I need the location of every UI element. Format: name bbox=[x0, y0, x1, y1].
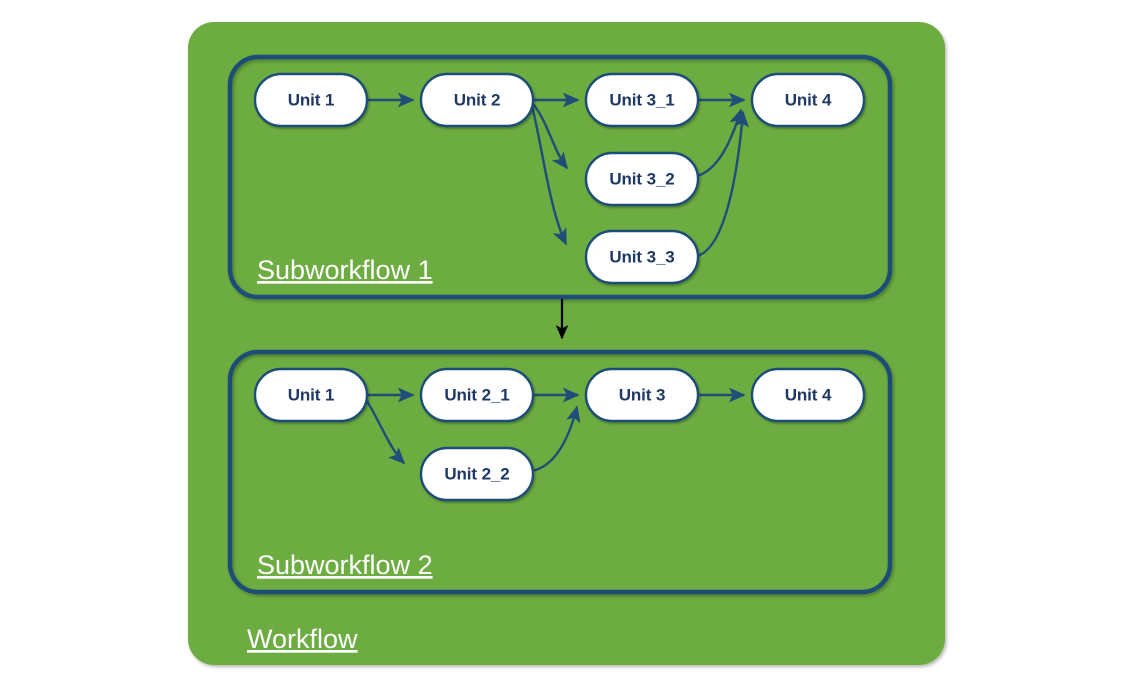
node-sw1-unit-2[interactable]: Unit 2 bbox=[419, 72, 535, 128]
workflow-box[interactable] bbox=[188, 22, 945, 665]
node-sw1-unit-3-1[interactable]: Unit 3_1 bbox=[584, 72, 700, 128]
node-sw2-unit-1[interactable]: Unit 1 bbox=[253, 367, 369, 423]
node-label: Unit 2_1 bbox=[444, 385, 509, 404]
node-sw2-unit-2-2[interactable]: Unit 2_2 bbox=[419, 446, 535, 502]
node-sw1-unit-1[interactable]: Unit 1 bbox=[253, 72, 369, 128]
subworkflow-2-nodes[interactable]: Unit 1 Unit 2_1 Unit 2_2 Unit 3 Unit 4 bbox=[253, 367, 866, 502]
node-shape[interactable] bbox=[419, 72, 535, 128]
subworkflow-1-box[interactable] bbox=[227, 54, 893, 300]
node-label: Unit 2_2 bbox=[444, 464, 509, 483]
subworkflow-2-container[interactable]: Subworkflow 2 bbox=[227, 349, 893, 595]
node-sw2-unit-2-1[interactable]: Unit 2_1 bbox=[419, 367, 535, 423]
node-label: Unit 1 bbox=[288, 90, 335, 109]
node-shape[interactable] bbox=[750, 72, 866, 128]
node-label: Unit 3_1 bbox=[609, 90, 674, 109]
workflow-container[interactable]: Workflow bbox=[188, 22, 945, 665]
subworkflow-2-box[interactable] bbox=[227, 349, 893, 595]
node-label: Unit 3_3 bbox=[609, 247, 674, 266]
node-sw1-unit-3-2[interactable]: Unit 3_2 bbox=[584, 151, 700, 207]
node-shape[interactable] bbox=[584, 72, 700, 128]
edge-sw2-unit-1-to-unit-2-2 bbox=[365, 400, 406, 465]
node-shape[interactable] bbox=[750, 367, 866, 423]
subworkflow-1-edges bbox=[368, 92, 750, 258]
subworkflow-1-label: Subworkflow 1 bbox=[257, 255, 433, 285]
edge-sw2-unit-2-2-to-unit-3 bbox=[531, 405, 581, 473]
node-shape[interactable] bbox=[419, 446, 535, 502]
node-sw1-unit-3-3[interactable]: Unit 3_3 bbox=[584, 229, 700, 285]
node-shape[interactable] bbox=[584, 151, 700, 207]
node-shape[interactable] bbox=[419, 367, 535, 423]
node-shape[interactable] bbox=[253, 72, 369, 128]
subworkflow-2-edges bbox=[365, 387, 746, 473]
node-label: Unit 4 bbox=[785, 90, 832, 109]
edge-sw1-unit-2-to-unit-3-3 bbox=[530, 105, 568, 246]
node-label: Unit 4 bbox=[785, 385, 832, 404]
node-label: Unit 1 bbox=[288, 385, 335, 404]
node-shape[interactable] bbox=[253, 367, 369, 423]
node-label: Unit 3_2 bbox=[609, 169, 674, 188]
node-shape[interactable] bbox=[584, 229, 700, 285]
edge-sw1-unit-3-3-to-unit-4 bbox=[696, 110, 750, 258]
subworkflow-2-label: Subworkflow 2 bbox=[257, 550, 433, 580]
node-label: Unit 2 bbox=[454, 90, 501, 109]
node-sw2-unit-3[interactable]: Unit 3 bbox=[584, 367, 700, 423]
subworkflow-1-nodes[interactable]: Unit 1 Unit 2 Unit 3_1 Unit 3_2 Unit 3_3… bbox=[253, 72, 866, 285]
edge-sw1-unit-2-to-unit-3-2 bbox=[532, 103, 569, 170]
node-shape[interactable] bbox=[584, 367, 700, 423]
workflow-label: Workflow bbox=[247, 624, 358, 654]
node-sw2-unit-4[interactable]: Unit 4 bbox=[750, 367, 866, 423]
node-label: Unit 3 bbox=[619, 385, 666, 404]
node-sw1-unit-4[interactable]: Unit 4 bbox=[750, 72, 866, 128]
subworkflow-1-container[interactable]: Subworkflow 1 bbox=[227, 54, 893, 300]
